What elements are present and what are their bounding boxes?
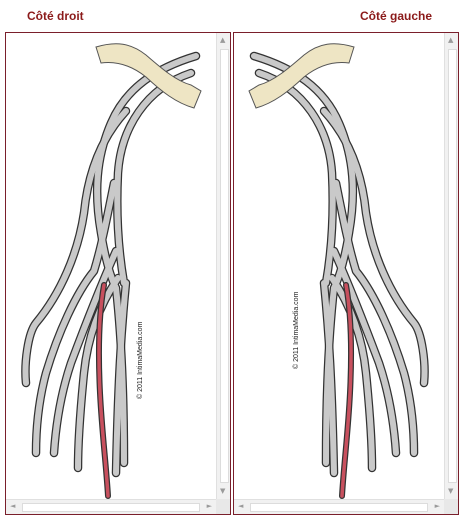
scroll-thumb-horizontal[interactable] — [250, 503, 428, 512]
bone-shape — [248, 43, 355, 109]
left-side-viewer: © 2011 IntimaMedia.com ▲ ▼ ◄ ► — [233, 32, 459, 515]
heading-right-side: Côté droit — [27, 9, 84, 23]
scroll-thumb-vertical[interactable] — [448, 49, 457, 483]
scroll-left-icon[interactable]: ◄ — [10, 502, 16, 510]
horizontal-scrollbar[interactable]: ◄ ► — [6, 499, 216, 514]
horizontal-scrollbar[interactable]: ◄ ► — [234, 499, 444, 514]
vertical-scrollbar[interactable]: ▲ ▼ — [444, 33, 458, 499]
scrollbar-corner — [444, 499, 458, 514]
copyright-text: © 2011 IntimaMedia.com — [137, 321, 144, 399]
scroll-thumb-vertical[interactable] — [220, 49, 229, 483]
vein-diagram-right — [21, 43, 202, 499]
scroll-thumb-horizontal[interactable] — [22, 503, 200, 512]
vertical-scrollbar[interactable]: ▲ ▼ — [216, 33, 230, 499]
scroll-left-icon[interactable]: ◄ — [238, 502, 244, 510]
copyright-text: © 2011 IntimaMedia.com — [293, 291, 300, 369]
scrollbar-corner — [216, 499, 230, 514]
right-side-viewer: © 2011 IntimaMedia.com ▲ ▼ ◄ ► — [5, 32, 231, 515]
left-side-illustration: © 2011 IntimaMedia.com — [234, 33, 444, 499]
scroll-up-icon[interactable]: ▲ — [220, 36, 226, 44]
scroll-down-icon[interactable]: ▼ — [448, 487, 454, 495]
heading-left-side: Côté gauche — [360, 9, 433, 23]
right-side-illustration: © 2011 IntimaMedia.com — [6, 33, 216, 499]
bone-shape — [95, 43, 202, 109]
scroll-right-icon[interactable]: ► — [434, 502, 440, 510]
scroll-right-icon[interactable]: ► — [206, 502, 212, 510]
vein-diagram-left — [248, 43, 429, 499]
scroll-up-icon[interactable]: ▲ — [448, 36, 454, 44]
scroll-down-icon[interactable]: ▼ — [220, 487, 226, 495]
